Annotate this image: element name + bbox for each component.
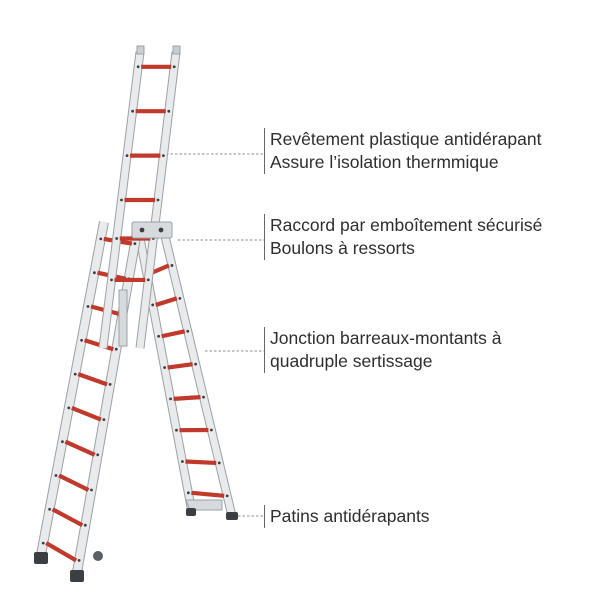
front-rung-rivet-l-10 <box>41 541 45 545</box>
front-rung-rivet-r-4 <box>114 347 118 351</box>
back-rung-rivet-r-7 <box>217 461 221 465</box>
front-rung-rivet-r-7 <box>96 453 100 457</box>
ladder-front-section <box>35 221 143 579</box>
hinge-bolt-1 <box>139 227 145 233</box>
back-rung-rivet-r-4 <box>194 362 198 366</box>
roller-wheel <box>93 551 103 561</box>
hinge-bracket <box>131 221 173 239</box>
back-rung-rivet-l-6 <box>175 428 178 432</box>
front-rung-7 <box>64 439 96 457</box>
back-stabilizer <box>185 499 223 511</box>
top-rung-rivet-r-4 <box>156 198 160 202</box>
back-rung-rivet-r-1 <box>170 264 174 267</box>
back-rung-rivet-r-2 <box>178 296 182 300</box>
back-rung-5 <box>173 395 201 401</box>
front-rung-rivet-l-7 <box>61 440 64 444</box>
back-rung-rivet-r-6 <box>209 428 213 432</box>
front-rung-6 <box>71 405 102 422</box>
callout-coating-line-2: Assure l’isolation thermmique <box>270 152 499 172</box>
back-rung-rivet-l-2 <box>151 303 155 307</box>
front-rung-rivet-l-9 <box>48 507 51 511</box>
callout-connector-line-2: Boulons à ressorts <box>270 238 415 258</box>
back-right-foot <box>226 512 238 520</box>
back-rung-rivet-l-5 <box>169 397 172 401</box>
front-rung-rivet-r-6 <box>102 418 106 421</box>
top-right-cap <box>172 45 181 55</box>
callout-junction: Jonction barreaux-montants à quadruple s… <box>264 327 502 373</box>
front-rung-5 <box>77 372 108 387</box>
front-rung-8 <box>58 473 90 492</box>
front-rung-10 <box>45 541 78 563</box>
front-rung-rivet-r-9 <box>83 523 87 527</box>
front-rung-rivet-l-1 <box>99 237 103 241</box>
front-rung-rivet-r-1 <box>133 242 137 246</box>
callout-coating: Revêtement plastique antidérapant Assure… <box>264 128 541 174</box>
front-rung-rivet-l-5 <box>73 372 77 376</box>
back-rung-rivet-l-8 <box>186 491 190 495</box>
front-rung-rivet-l-8 <box>54 474 58 477</box>
top-rung-rivet-r-2 <box>167 109 171 113</box>
front-rung-rivet-r-10 <box>77 559 81 562</box>
front-left-rail <box>36 221 108 561</box>
back-rung-rivet-l-3 <box>157 334 161 338</box>
front-right-foot <box>70 570 84 582</box>
top-rung-rivet-l-5 <box>115 237 119 240</box>
top-rung-rivet-l-2 <box>131 109 135 113</box>
front-rung-rivet-l-6 <box>67 406 71 410</box>
front-right-rail <box>72 225 142 579</box>
callout-junction-line-1: Jonction barreaux-montants à <box>270 328 502 348</box>
front-left-foot <box>34 552 48 564</box>
back-rung-2 <box>155 296 178 307</box>
top-rung-rivet-r-6 <box>146 278 150 282</box>
top-left-cap <box>136 45 145 55</box>
callout-feet-line-1: Patins antidérapants <box>270 506 430 526</box>
callout-connector-line-1: Raccord par emboîtement sécurisé <box>270 215 543 235</box>
callout-coating-line-1: Revêtement plastique antidérapant <box>270 129 542 149</box>
back-right-rail <box>159 227 236 517</box>
top-rung-rivet-l-1 <box>136 65 140 69</box>
front-rung-rivet-r-8 <box>90 488 93 492</box>
back-rung-rivet-r-5 <box>202 395 205 399</box>
front-rung-9 <box>51 507 84 528</box>
sliding-guide <box>118 289 128 347</box>
back-rung-rivet-l-4 <box>163 366 166 369</box>
front-rung-rivet-r-5 <box>108 383 112 386</box>
back-rung-rivet-r-3 <box>186 329 190 333</box>
back-rung-rivet-l-7 <box>181 460 184 463</box>
top-rung-rivet-l-6 <box>110 278 113 282</box>
top-rung-rivet-l-3 <box>125 154 129 158</box>
top-rung-rivet-l-4 <box>120 198 123 202</box>
hinge-bolt-2 <box>158 227 164 233</box>
front-rung-rivet-l-4 <box>80 338 83 342</box>
back-rung-4 <box>167 362 193 370</box>
callout-feet: Patins antidérapants <box>264 505 430 528</box>
back-rung-3 <box>161 329 186 339</box>
back-rung-rivet-r-8 <box>225 494 229 498</box>
front-rung-rivet-l-2 <box>93 271 96 275</box>
top-rung-rivet-r-1 <box>172 65 176 69</box>
callout-junction-line-2: quadruple sertissage <box>270 351 433 371</box>
front-rung-rivet-l-3 <box>86 305 90 308</box>
back-left-foot <box>186 508 196 516</box>
back-rung-8 <box>191 490 225 498</box>
ladder-hardware <box>34 45 238 582</box>
top-rung-rivet-r-3 <box>162 154 165 158</box>
back-rung-7 <box>185 459 217 466</box>
ladder-top-section <box>98 51 181 349</box>
callout-connector: Raccord par emboîtement sécurisé Boulons… <box>264 214 542 260</box>
